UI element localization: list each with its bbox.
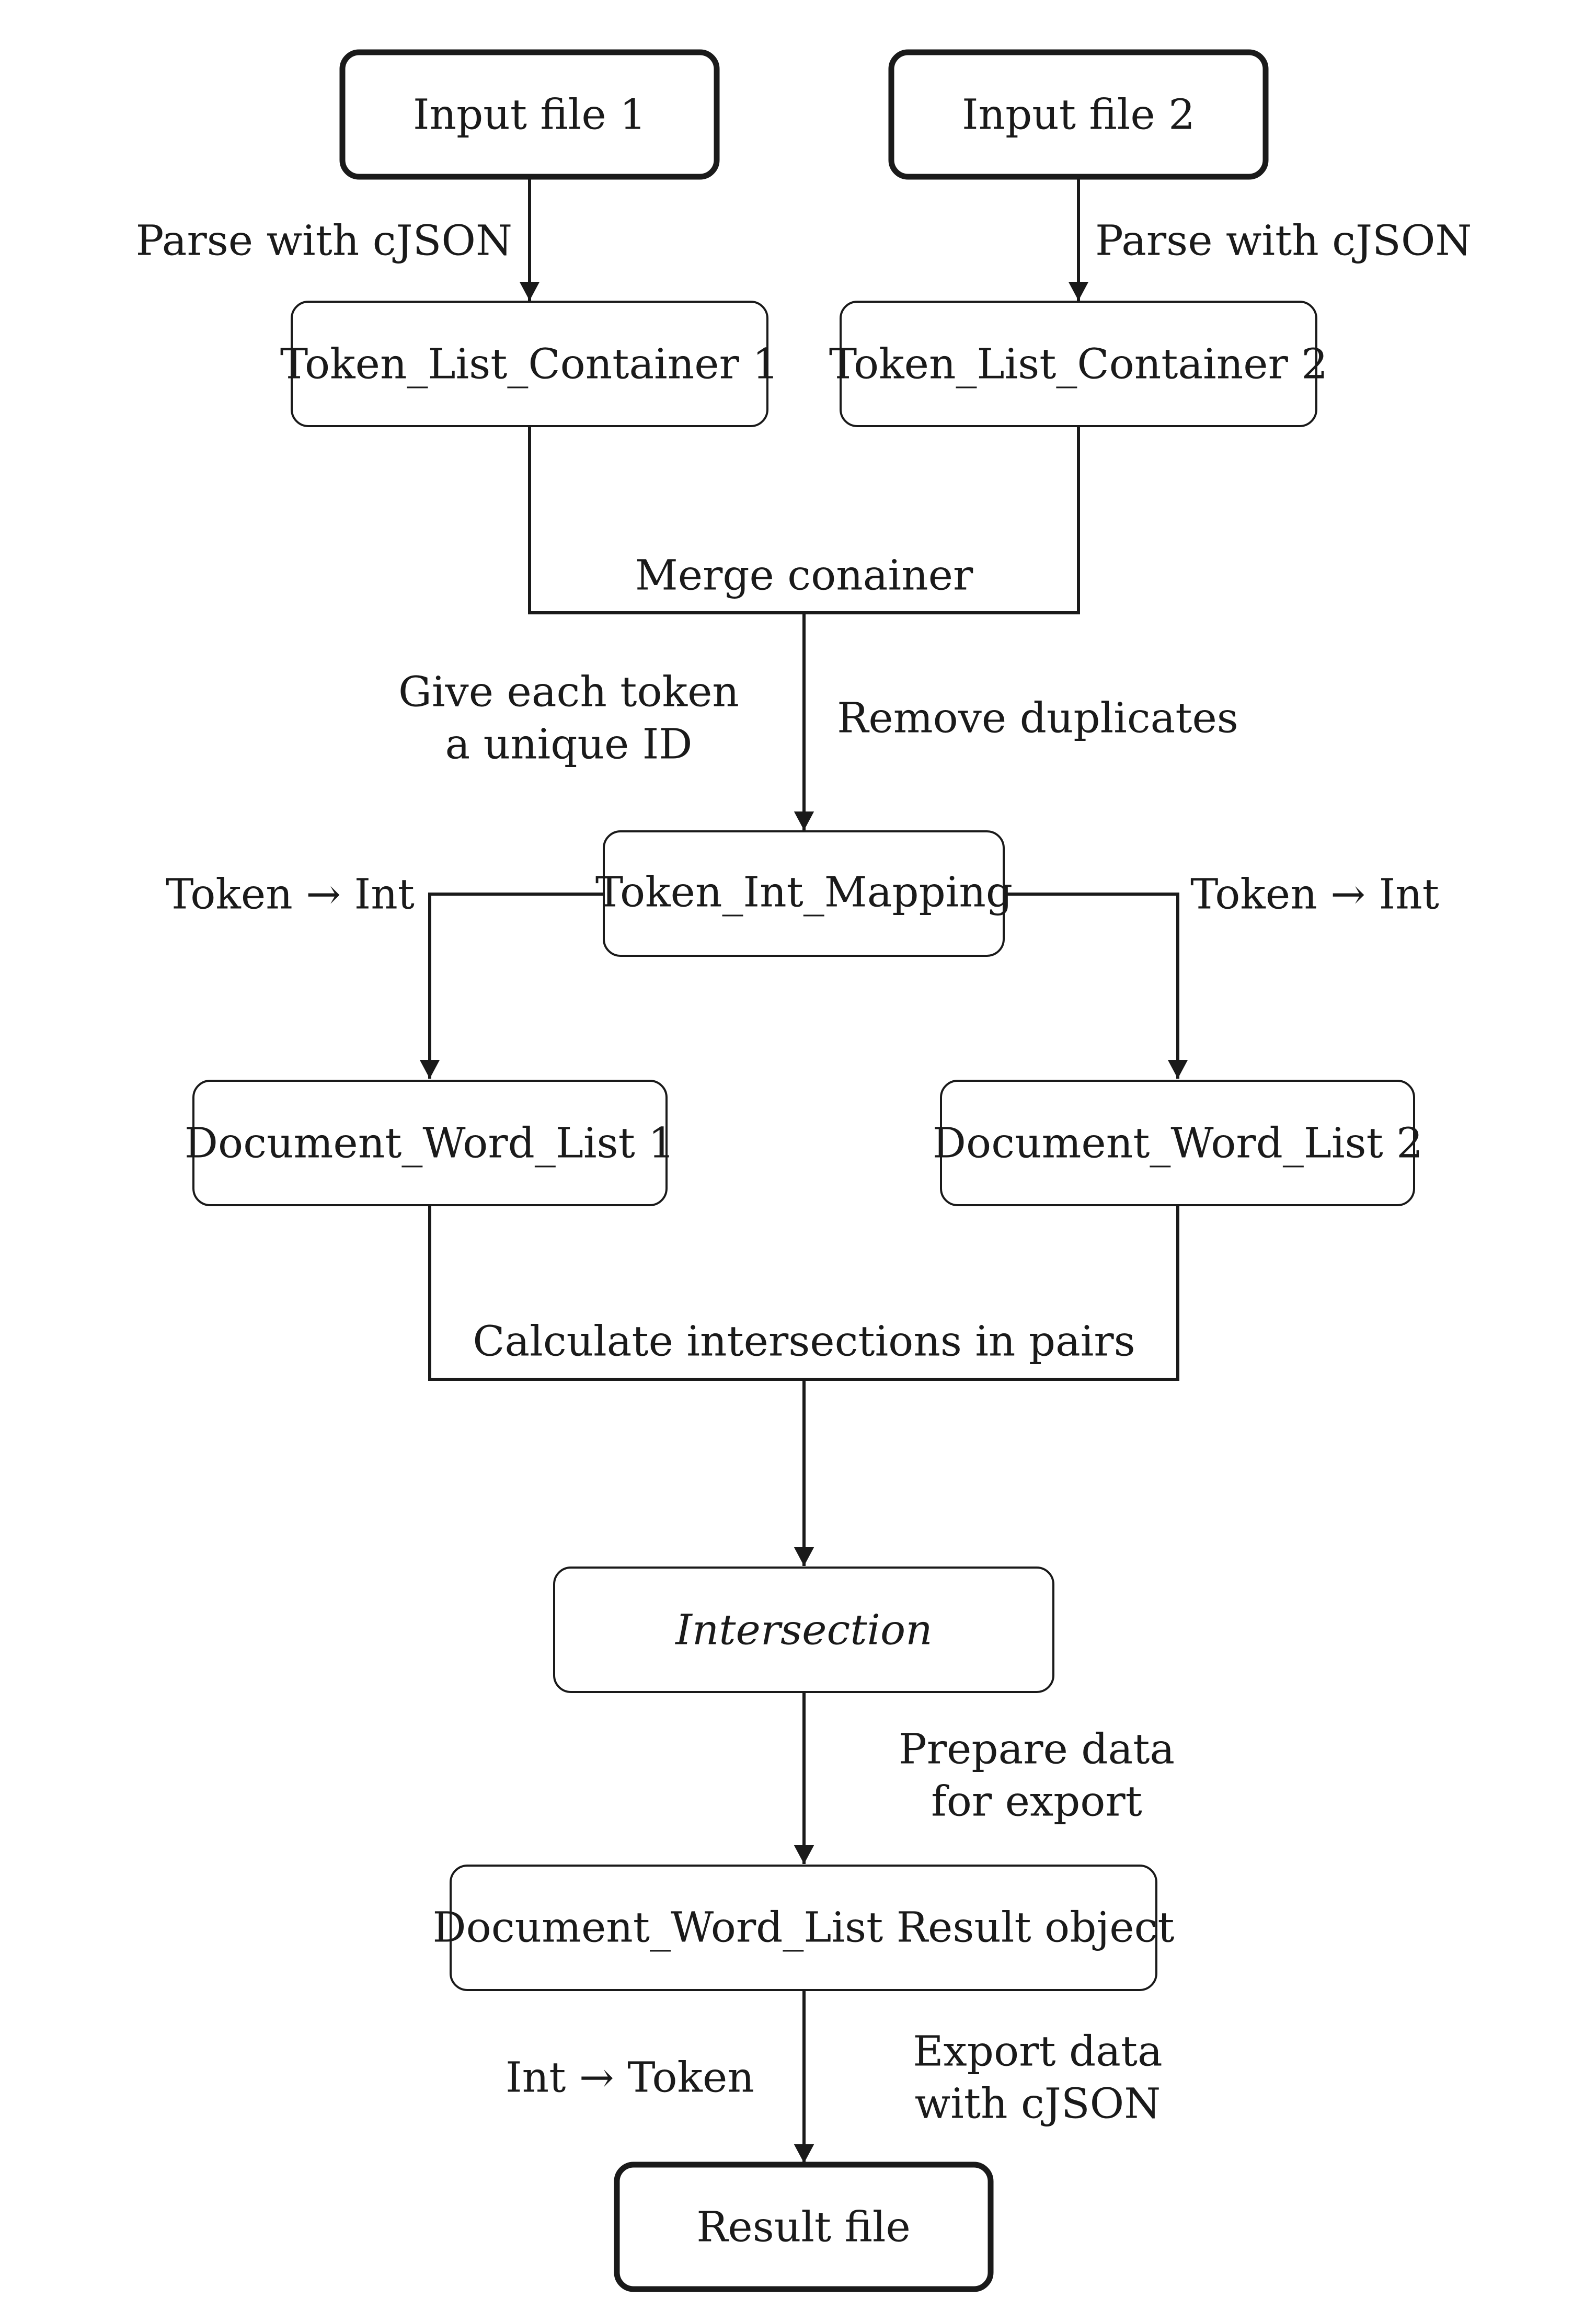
node-label: Input file 2	[962, 90, 1195, 139]
label-export-line2: with cJSON	[915, 2079, 1161, 2128]
node-label: Intersection	[674, 1606, 932, 1654]
edge-mapping-to-wordlist2	[1004, 893, 1188, 1079]
label-parse-left: Parse with cJSON	[136, 216, 512, 265]
edges	[419, 178, 1188, 2163]
node-token-list-container-2: Token_List_Container 2	[829, 301, 1328, 427]
node-input-file-2: Input file 2	[888, 49, 1269, 180]
label-prepare-line2: for export	[931, 1777, 1142, 1826]
node-result-object: Document_Word_List Result object	[432, 1865, 1175, 1991]
node-input-file-1: Input file 1	[339, 49, 720, 180]
label-unique-id-line2: a unique ID	[445, 720, 692, 769]
node-label: Document_Word_List 2	[933, 1119, 1423, 1168]
node-label: Token_List_Container 2	[829, 340, 1328, 388]
node-intersection: Intersection	[553, 1567, 1054, 1693]
label-export-line1: Export data	[913, 2027, 1162, 2076]
label-calc-intersections: Calculate intersections in pairs	[473, 1317, 1135, 1366]
label-merge: Merge conainer	[635, 551, 973, 600]
label-int-to-token: Int → Token	[506, 2053, 754, 2102]
label-remove-duplicates: Remove duplicates	[837, 694, 1238, 742]
node-token-int-mapping: Token_Int_Mapping	[595, 830, 1013, 957]
label-token-to-int-left: Token → Int	[166, 870, 415, 919]
node-result-file: Result file	[614, 2162, 994, 2292]
node-document-word-list-1: Document_Word_List 1	[185, 1080, 675, 1206]
edge-labels: Parse with cJSON Parse with cJSON Merge …	[136, 216, 1472, 2128]
node-document-word-list-2: Document_Word_List 2	[933, 1080, 1423, 1206]
label-prepare-line1: Prepare data	[899, 1725, 1175, 1774]
label-unique-id-line1: Give each token	[398, 668, 739, 716]
node-label: Input file 1	[413, 90, 646, 139]
edge-mapping-to-wordlist1	[419, 893, 604, 1079]
node-token-list-container-1: Token_List_Container 1	[280, 301, 779, 427]
node-label: Document_Word_List 1	[185, 1119, 675, 1168]
label-token-to-int-right: Token → Int	[1190, 870, 1439, 919]
node-label: Result file	[696, 2203, 911, 2251]
node-label: Token_Int_Mapping	[595, 868, 1013, 917]
node-label: Document_Word_List Result object	[432, 1903, 1174, 1952]
node-label: Token_List_Container 1	[280, 340, 779, 388]
label-parse-right: Parse with cJSON	[1095, 216, 1472, 265]
